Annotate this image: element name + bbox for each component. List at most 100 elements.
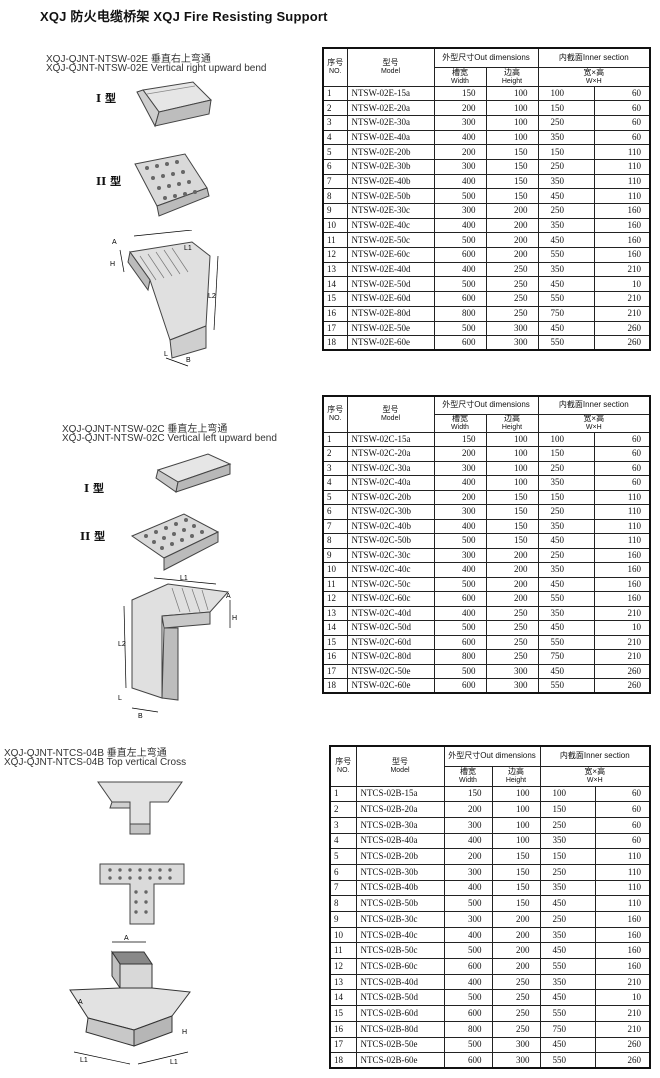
cell-no: 6 xyxy=(322,158,348,175)
cell-no: 10 xyxy=(322,217,348,234)
cell-height: 300 xyxy=(485,320,539,337)
section-1-type-2-label: II 型 xyxy=(96,175,122,188)
section-1-type-2-tray-drawing xyxy=(125,150,215,225)
cell-model: NTSW-02C-30c xyxy=(346,547,435,563)
cell-height: 250 xyxy=(485,261,539,278)
cell-no: 17 xyxy=(322,320,348,337)
cell-model: NTSW-02E-60e xyxy=(346,335,435,351)
cell-inner-height: 110 xyxy=(593,489,651,505)
section-1-name-en: XQJ-QJNT-NTSW-02E Vertical right upward … xyxy=(46,63,267,74)
section-2-name-cn: XQJ-QJNT-NTSW-02C 垂直左上弯通 xyxy=(62,424,228,435)
cell-width: 150 xyxy=(433,85,487,102)
cell-width: 300 xyxy=(443,816,493,834)
section-2-type-2-tray-drawing xyxy=(128,508,223,578)
cell-width: 600 xyxy=(433,678,487,694)
cell-inner-width: 350 xyxy=(537,562,595,578)
cell-height: 200 xyxy=(485,562,539,578)
cell-no: 15 xyxy=(322,634,348,650)
cell-inner-height: 160 xyxy=(593,247,651,263)
cell-inner-width: 350 xyxy=(537,129,595,146)
cell-height: 150 xyxy=(491,879,541,897)
cell-model: NTSW-02C-40b xyxy=(346,518,435,534)
cell-no: 16 xyxy=(322,305,348,322)
cell-inner-height: 110 xyxy=(593,188,651,204)
cell-no: 10 xyxy=(322,562,348,578)
cell-height: 150 xyxy=(491,863,541,881)
cell-inner-width: 450 xyxy=(537,576,595,592)
cell-width: 500 xyxy=(443,989,493,1007)
cell-inner-height: 110 xyxy=(593,533,651,549)
cell-inner-width: 350 xyxy=(539,973,596,991)
cell-inner-width: 550 xyxy=(537,291,595,307)
cell-model: NTSW-02E-40b xyxy=(346,173,435,190)
cell-inner-width: 100 xyxy=(539,785,596,803)
cell-model: NTCS-02B-20a xyxy=(355,801,445,818)
cell-inner-height: 210 xyxy=(593,305,651,322)
cell-model: NTSW-02C-30b xyxy=(346,504,435,520)
header-outer-dimensions: 外型尺寸Out dimensions xyxy=(443,745,541,767)
cell-model: NTSW-02C-40a xyxy=(346,475,435,491)
cell-width: 600 xyxy=(443,1052,493,1069)
cell-width: 500 xyxy=(433,320,487,337)
cell-model: NTSW-02E-50d xyxy=(346,276,435,293)
cell-inner-width: 450 xyxy=(537,188,595,204)
cell-model: NTSW-02E-40a xyxy=(346,129,435,146)
cell-height: 250 xyxy=(485,649,539,665)
cell-no: 5 xyxy=(329,848,357,865)
cell-inner-width: 450 xyxy=(537,533,595,549)
cell-no: 15 xyxy=(329,1005,357,1022)
cell-height: 150 xyxy=(485,188,539,204)
cell-model: NTSW-02E-60d xyxy=(346,291,435,307)
cell-no: 3 xyxy=(329,816,357,834)
cell-inner-height: 110 xyxy=(593,504,651,520)
cell-height: 200 xyxy=(485,591,539,607)
cell-inner-width: 350 xyxy=(537,217,595,234)
cell-inner-height: 10 xyxy=(593,276,651,293)
cell-inner-width: 150 xyxy=(539,848,596,865)
cell-height: 200 xyxy=(485,576,539,592)
section-2-dim-l2-label: L2 xyxy=(118,641,126,648)
cell-width: 500 xyxy=(433,620,487,636)
cell-height: 150 xyxy=(491,848,541,865)
section-2-name-en: XQJ-QJNT-NTSW-02C Vertical left upward b… xyxy=(62,433,277,444)
cell-model: NTCS-02B-40a xyxy=(355,832,445,850)
cell-height: 100 xyxy=(491,832,541,850)
cell-height: 200 xyxy=(491,926,541,944)
section-3-dim-a-left-label: A xyxy=(78,999,83,1006)
cell-no: 13 xyxy=(322,261,348,278)
cell-model: NTCS-02B-40c xyxy=(355,926,445,944)
section-2-dim-b-label: B xyxy=(138,713,143,720)
cell-inner-width: 250 xyxy=(539,863,596,881)
cell-model: NTCS-02B-60c xyxy=(355,958,445,975)
section-1-dim-l1-label: L1 xyxy=(184,245,192,252)
cell-inner-height: 60 xyxy=(593,446,651,462)
section-2-type-1-tray-drawing xyxy=(150,446,240,498)
cell-no: 11 xyxy=(322,232,348,249)
cell-no: 16 xyxy=(322,649,348,665)
cell-inner-width: 100 xyxy=(537,431,595,447)
cell-inner-width: 450 xyxy=(539,942,596,960)
cell-height: 250 xyxy=(485,634,539,650)
cell-height: 300 xyxy=(485,335,539,351)
cell-inner-height: 210 xyxy=(593,605,651,621)
cell-width: 200 xyxy=(433,489,487,505)
cell-inner-height: 160 xyxy=(593,217,651,234)
cell-model: NTSW-02E-30b xyxy=(346,158,435,175)
cell-no: 4 xyxy=(329,832,357,850)
cell-inner-width: 150 xyxy=(537,144,595,160)
